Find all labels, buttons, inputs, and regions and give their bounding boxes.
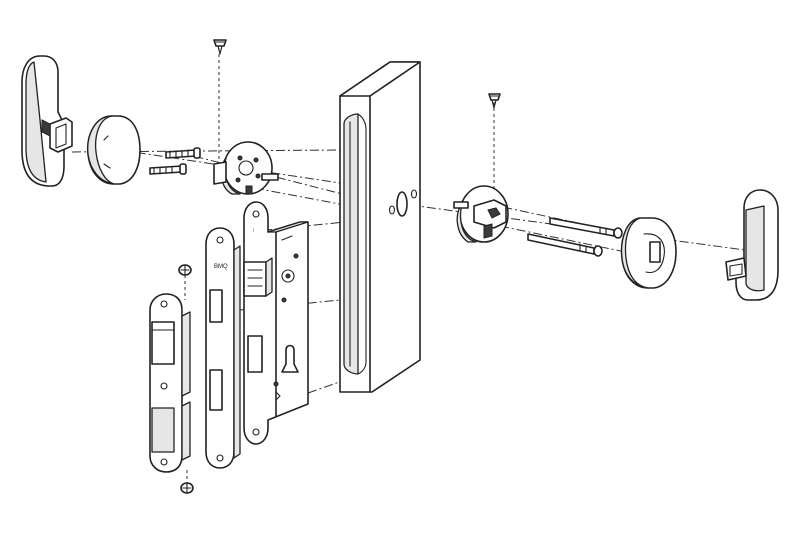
right-rosette-cover (620, 217, 677, 289)
strike-screw-top (178, 264, 192, 276)
case-brand-mark: BMQ (214, 264, 228, 270)
strike-screw-bottom (180, 482, 194, 494)
strike-plate (149, 293, 191, 473)
forend-faceplate: BMQ (205, 227, 241, 469)
right-through-bolts (527, 217, 623, 257)
top-screw-left (213, 39, 227, 55)
right-mounting-rose (453, 185, 509, 243)
left-handle (21, 55, 73, 187)
left-mounting-rose (213, 141, 279, 195)
left-rosette-cover (87, 115, 141, 185)
right-handle (725, 189, 779, 301)
top-screw-right (488, 93, 501, 109)
case-arrow-mark: ↑ (252, 228, 255, 234)
left-fixing-screws (149, 147, 201, 175)
mortise-lock-case: ↑ (243, 201, 309, 445)
door-section (339, 61, 421, 393)
